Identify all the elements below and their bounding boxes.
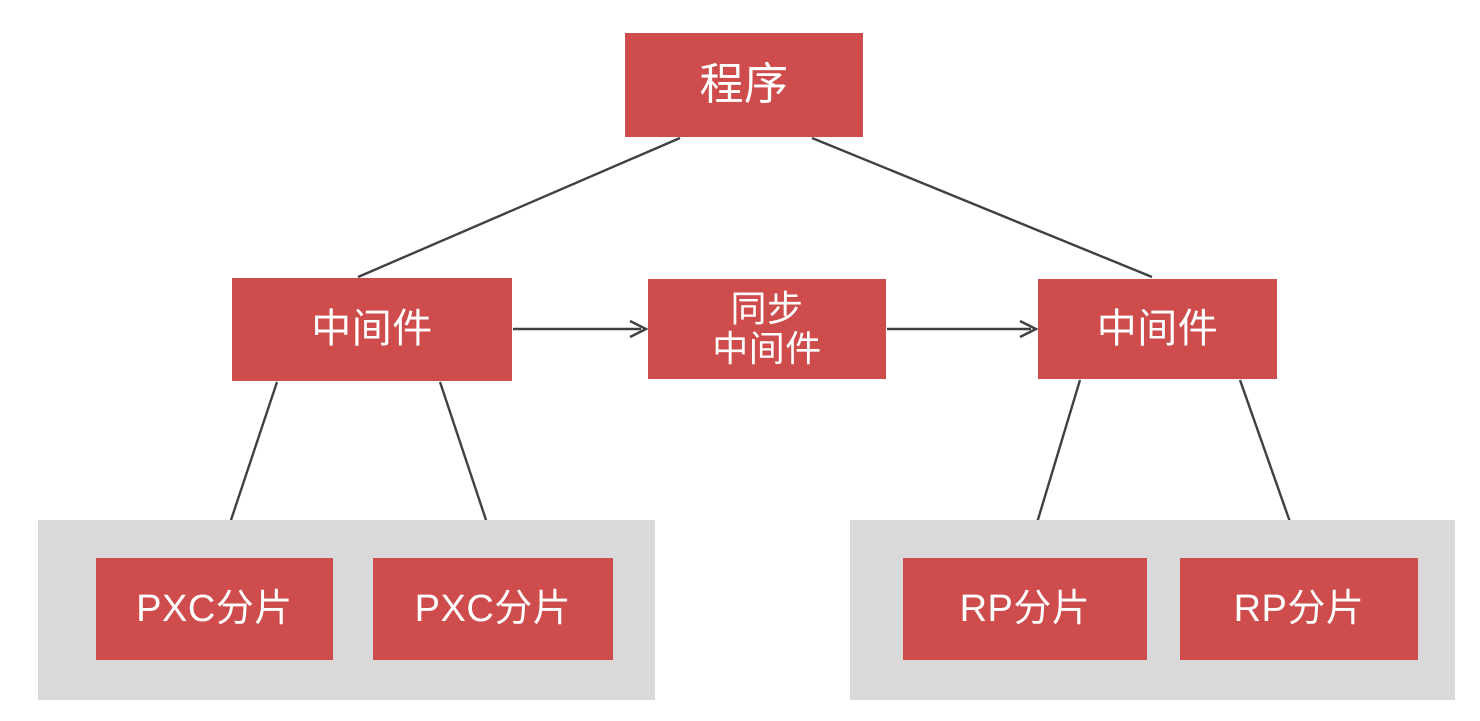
node-rp-shard-1-label: RP分片 [959, 587, 1091, 630]
node-rp-shard-2-label: RP分片 [1233, 587, 1365, 630]
node-app[interactable]: 程序 [625, 33, 863, 137]
node-app-label: 程序 [699, 60, 789, 110]
edge-sync-to-middleware-right [887, 319, 1039, 339]
edge-app-to-middleware-right [811, 136, 1153, 279]
node-middleware-left[interactable]: 中间件 [232, 278, 512, 381]
node-pxc-shard-2[interactable]: PXC分片 [373, 558, 613, 660]
node-middleware-right[interactable]: 中间件 [1038, 279, 1277, 379]
edge-middleware-left-to-sync [513, 319, 649, 339]
node-rp-shard-1[interactable]: RP分片 [903, 558, 1147, 660]
node-rp-shard-2[interactable]: RP分片 [1180, 558, 1418, 660]
node-sync-middleware[interactable]: 同步 中间件 [648, 279, 886, 379]
node-pxc-shard-2-label: PXC分片 [414, 587, 572, 630]
edge-app-to-middleware-left [357, 136, 681, 279]
node-pxc-shard-1-label: PXC分片 [136, 587, 293, 630]
node-middleware-left-label: 中间件 [311, 307, 433, 352]
node-pxc-shard-1[interactable]: PXC分片 [96, 558, 333, 660]
node-sync-middleware-label: 同步 中间件 [712, 287, 822, 369]
node-middleware-right-label: 中间件 [1096, 306, 1219, 351]
